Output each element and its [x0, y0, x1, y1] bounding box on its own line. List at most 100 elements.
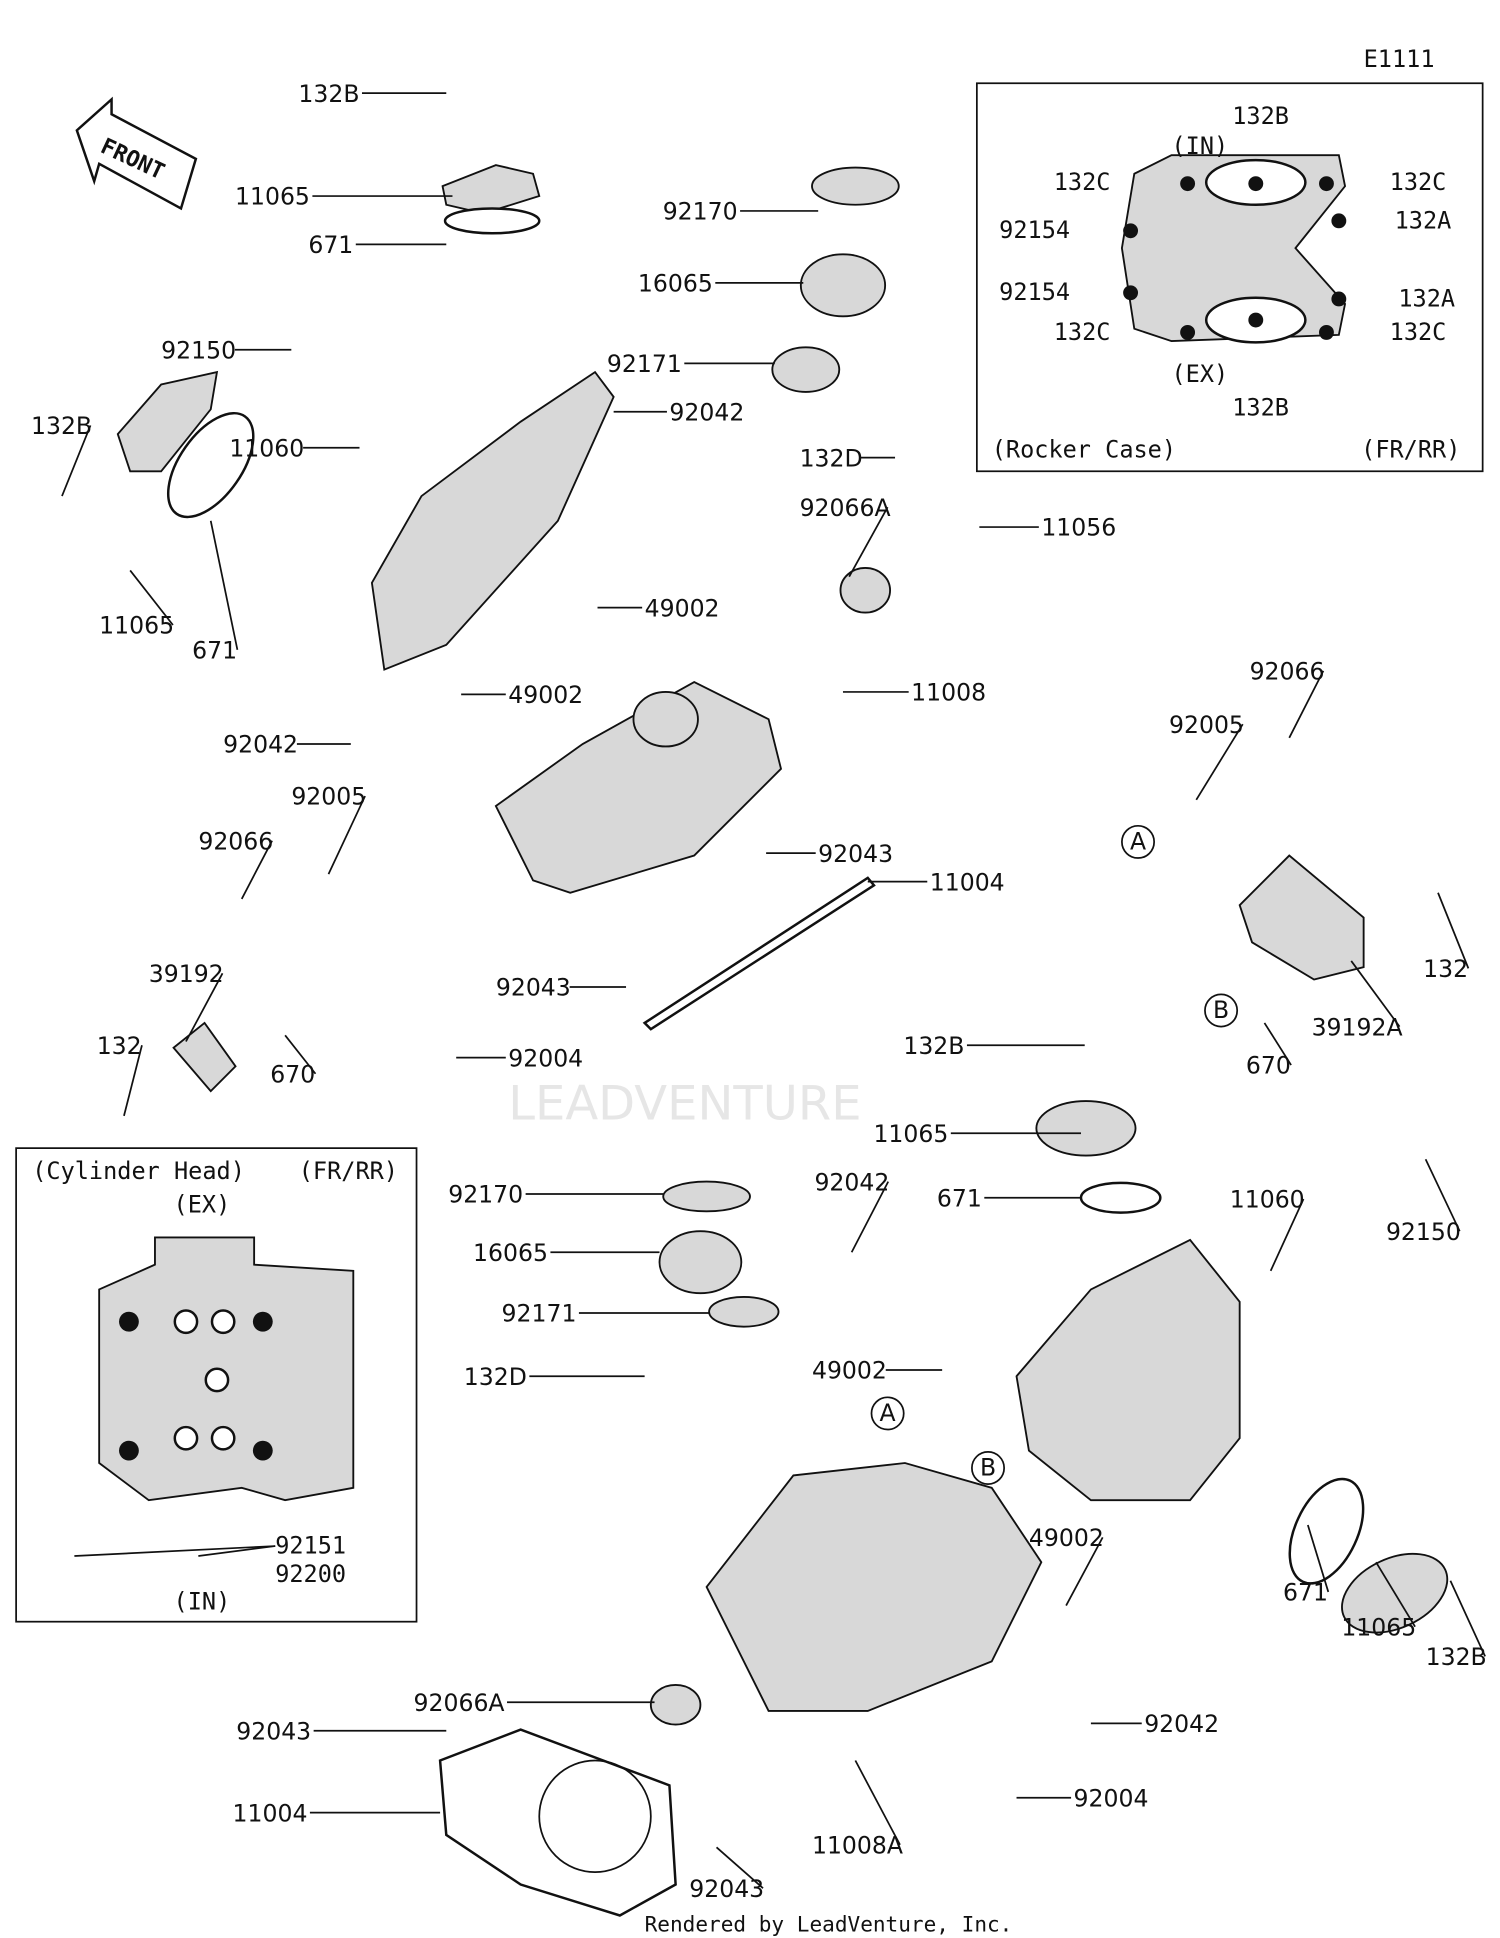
part-number-92042[interactable]: 92042: [1144, 1710, 1219, 1738]
part-number-670[interactable]: 670: [1246, 1052, 1291, 1080]
leader-line: [850, 1181, 889, 1253]
leader-line: [848, 506, 889, 578]
part-number-92066A[interactable]: 92066A: [800, 494, 891, 522]
part-number-16065[interactable]: 16065: [638, 270, 713, 298]
part-number-132B[interactable]: 132B: [903, 1032, 964, 1060]
rocker-inset-label: 132B: [1232, 102, 1289, 130]
part-number-92150[interactable]: 92150: [1386, 1218, 1461, 1246]
part-number-11008A[interactable]: 11008A: [812, 1832, 903, 1860]
part-number-11065[interactable]: 11065: [235, 183, 310, 211]
part-number-671[interactable]: 671: [937, 1184, 982, 1212]
part-number-132D[interactable]: 132D: [464, 1363, 527, 1391]
footer-credit: Rendered by LeadVenture, Inc.: [645, 1912, 1013, 1937]
bolt-marker: [1319, 176, 1334, 192]
leader-line: [1288, 670, 1325, 739]
leader-line: [198, 1545, 276, 1557]
callout-circle: [870, 1396, 905, 1431]
leader-line: [1195, 723, 1244, 801]
leader-line: [1424, 1158, 1461, 1232]
part-number-11060[interactable]: 11060: [1230, 1186, 1305, 1214]
part-number-92004[interactable]: 92004: [1074, 1784, 1149, 1812]
part-number-132D[interactable]: 132D: [800, 444, 863, 472]
bolt-marker: [252, 1440, 273, 1461]
part-number-92042[interactable]: 92042: [669, 398, 744, 426]
part-number-92150[interactable]: 92150: [161, 336, 236, 364]
part-number-132[interactable]: 132: [1423, 955, 1468, 983]
leader-line: [129, 569, 174, 626]
leader-line: [74, 1545, 276, 1557]
front-arrow-icon: FRONT: [75, 96, 198, 211]
bolt-hole: [173, 1425, 199, 1451]
part-number-670[interactable]: 670: [270, 1060, 315, 1088]
part-number-92042[interactable]: 92042: [223, 731, 298, 759]
part-number-11065[interactable]: 11065: [1341, 1613, 1416, 1641]
part-number-671[interactable]: 671: [308, 231, 353, 259]
leader-line: [1449, 1580, 1486, 1657]
part-number-92005[interactable]: 92005: [1169, 711, 1244, 739]
part-number-132[interactable]: 132: [97, 1032, 142, 1060]
part-number-92005[interactable]: 92005: [291, 783, 366, 811]
part-number-132B[interactable]: 132B: [298, 80, 359, 108]
part-number-92004[interactable]: 92004: [508, 1044, 583, 1072]
rocker-inset-label: 132C: [1390, 168, 1447, 196]
part-number-92170[interactable]: 92170: [448, 1181, 523, 1209]
part-number-39192A[interactable]: 39192A: [1312, 1013, 1403, 1041]
callout-B: B: [1213, 996, 1229, 1024]
part-number-92171[interactable]: 92171: [502, 1300, 577, 1328]
part-number-671[interactable]: 671: [1283, 1579, 1328, 1607]
part-number-92066A[interactable]: 92066A: [414, 1689, 505, 1717]
callout-A: A: [1130, 827, 1146, 855]
part-number-11065[interactable]: 11065: [873, 1120, 948, 1148]
gasket-rear: [438, 1728, 677, 1917]
callouts: A B A B: [870, 824, 1239, 1485]
part-number-49002[interactable]: 49002: [812, 1357, 887, 1385]
bolt-hole: [210, 1309, 236, 1335]
part-number-11060[interactable]: 11060: [229, 434, 304, 462]
rocker-inset-label: 132C: [1054, 168, 1111, 196]
part-labels: 132B110656719217016065921719215092042110…: [31, 80, 1487, 1903]
bolt-marker: [1180, 176, 1196, 192]
part-number-92066[interactable]: 92066: [1250, 658, 1325, 686]
rocker-inset-label: (IN): [1171, 132, 1228, 160]
rocker-inset-label: 132C: [1390, 318, 1447, 346]
part-number-11004[interactable]: 11004: [233, 1799, 308, 1827]
cyl-inset-label: 92200: [275, 1560, 346, 1588]
part-number-132B[interactable]: 132B: [31, 412, 92, 440]
leader-line: [1375, 1561, 1416, 1628]
part-number-92043[interactable]: 92043: [818, 840, 893, 868]
part-number-92066[interactable]: 92066: [198, 827, 273, 855]
part-number-11008[interactable]: 11008: [911, 679, 986, 707]
part-number-11056[interactable]: 11056: [1041, 514, 1116, 542]
part-number-92043[interactable]: 92043: [496, 974, 571, 1002]
callout-circle: [1204, 993, 1239, 1028]
part-number-16065[interactable]: 16065: [473, 1239, 548, 1267]
part-number-92043[interactable]: 92043: [236, 1717, 311, 1745]
rocker-inset-variant: (FR/RR): [1361, 436, 1460, 464]
leader-line: [209, 520, 239, 650]
callout-A: A: [880, 1399, 896, 1427]
part-number-92170[interactable]: 92170: [663, 198, 738, 226]
part-drawings: [116, 164, 1449, 1917]
cylinder-head-inset: (Cylinder Head) (FR/RR) (EX)9215192200(I…: [15, 1147, 418, 1623]
part-number-92042[interactable]: 92042: [814, 1168, 889, 1196]
bolt-marker: [1331, 291, 1347, 307]
part-number-92171[interactable]: 92171: [607, 350, 682, 378]
part-number-671[interactable]: 671: [192, 636, 237, 664]
part-number-49002[interactable]: 49002: [645, 594, 720, 622]
part-number-39192[interactable]: 39192: [149, 960, 224, 988]
leader-line: [715, 1846, 764, 1889]
leader-line: [61, 425, 92, 497]
bolt-hole: [204, 1367, 230, 1393]
part-number-92043[interactable]: 92043: [689, 1875, 764, 1903]
part-number-11004[interactable]: 11004: [930, 868, 1005, 896]
cylinder-head-front: [494, 680, 783, 894]
part-number-132B[interactable]: 132B: [1426, 1643, 1487, 1671]
part-number-11065[interactable]: 11065: [99, 612, 174, 640]
callout-B: B: [980, 1453, 996, 1481]
bolt-marker: [119, 1440, 139, 1461]
part-number-49002[interactable]: 49002: [508, 681, 583, 709]
bolt-marker: [1319, 324, 1334, 340]
bolt-marker: [1180, 324, 1196, 340]
part-number-49002[interactable]: 49002: [1029, 1524, 1104, 1552]
